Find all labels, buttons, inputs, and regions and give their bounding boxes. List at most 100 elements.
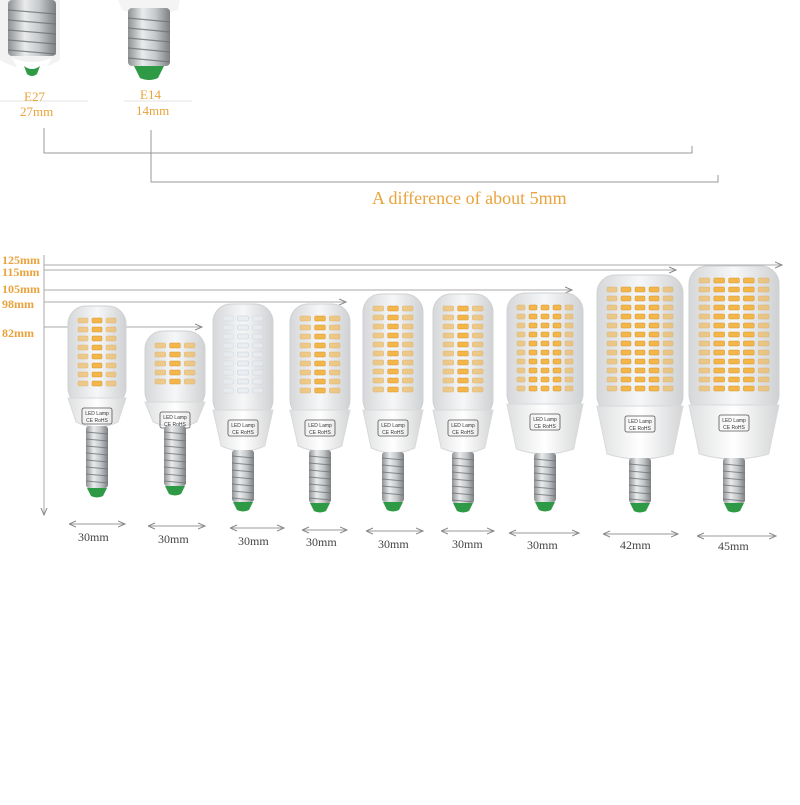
led-chip [457, 368, 469, 375]
screw-thread [163, 459, 187, 463]
led-chip [314, 378, 326, 385]
led-chip [402, 368, 414, 375]
led-chip [154, 369, 166, 376]
led-chip [222, 324, 234, 331]
led-chip [154, 360, 166, 367]
screw-thread [722, 491, 746, 495]
led-chip [442, 305, 454, 312]
led-chip [472, 305, 484, 312]
led-chip [237, 315, 249, 322]
bulb-6-width-label: 30mm [452, 537, 483, 551]
led-chip [457, 323, 469, 330]
bulb-7-contact [535, 502, 555, 512]
screw-thread [722, 477, 746, 481]
led-chip [252, 333, 264, 340]
led-chip [442, 386, 454, 393]
bulb-4-width-label: 30mm [306, 535, 337, 549]
led-chip [743, 349, 755, 356]
led-chip [648, 340, 660, 347]
led-chip [516, 376, 526, 383]
led-chip [91, 371, 103, 378]
screw-thread [163, 445, 187, 449]
screw-thread [381, 471, 405, 475]
led-chip [329, 351, 341, 358]
led-chip [222, 378, 234, 385]
led-chip [606, 385, 618, 392]
led-chip [757, 358, 770, 365]
screw-thread [628, 470, 652, 474]
led-chip [372, 314, 384, 321]
led-chip [552, 340, 562, 347]
led-chip [184, 369, 196, 376]
led-chip [184, 378, 196, 385]
led-chip [743, 340, 755, 347]
led-chip [728, 358, 740, 365]
led-chip [387, 386, 399, 393]
height-label-115: 115mm [2, 265, 40, 279]
led-chip [516, 331, 526, 338]
housing-text-ce-rohs: CE RoHS [534, 424, 556, 430]
led-chip [757, 376, 770, 383]
e27-type-label: E27 [24, 89, 45, 104]
led-chip [457, 314, 469, 321]
led-chip [662, 304, 674, 311]
led-chip [516, 385, 526, 392]
led-chip [662, 313, 674, 320]
led-chip [372, 305, 384, 312]
led-chip [402, 386, 414, 393]
screw-thread [308, 462, 332, 466]
led-chip [252, 342, 264, 349]
led-chip [540, 313, 550, 320]
led-chip [528, 340, 538, 347]
led-chip [528, 385, 538, 392]
led-chip [757, 286, 770, 293]
led-chip [757, 295, 770, 302]
led-chip [329, 378, 341, 385]
bulb-9-contact [724, 503, 744, 513]
led-chip [472, 341, 484, 348]
led-chip [620, 295, 632, 302]
screw-thread [85, 445, 109, 449]
led-chip [472, 386, 484, 393]
led-chip [91, 362, 103, 369]
led-chip [77, 344, 89, 351]
bulb-1-width-label: 30mm [78, 530, 109, 544]
bulb-6-screw-base [452, 452, 474, 503]
led-chip [516, 340, 526, 347]
led-chip [77, 317, 89, 324]
led-chip [552, 322, 562, 329]
screw-thread [451, 492, 475, 496]
led-chip [372, 386, 384, 393]
bulb-7-screw-base [534, 453, 556, 502]
led-chip [252, 360, 264, 367]
e14-size-label: 14mm [136, 103, 170, 118]
led-chip [620, 376, 632, 383]
led-chip [314, 324, 326, 331]
housing-text-led-lamp: LED Lamp [628, 419, 652, 425]
screw-thread [85, 438, 109, 442]
led-chip [620, 385, 632, 392]
led-chip [154, 378, 166, 385]
led-chip [620, 286, 632, 293]
led-chip [757, 349, 770, 356]
led-chip [713, 277, 725, 284]
housing-text-ce-rohs: CE RoHS [164, 422, 186, 428]
led-chip [757, 304, 770, 311]
height-label-82: 82mm [2, 326, 34, 340]
led-chip [540, 322, 550, 329]
led-chip [634, 313, 646, 320]
led-chip [472, 314, 484, 321]
led-chip [299, 378, 311, 385]
led-chip [743, 376, 755, 383]
led-chip [540, 385, 550, 392]
led-chip [472, 368, 484, 375]
led-chip [472, 359, 484, 366]
housing-text-ce-rohs: CE RoHS [382, 430, 404, 436]
led-chip [728, 331, 740, 338]
led-chip [648, 349, 660, 356]
led-chip [472, 377, 484, 384]
led-chip [634, 367, 646, 374]
